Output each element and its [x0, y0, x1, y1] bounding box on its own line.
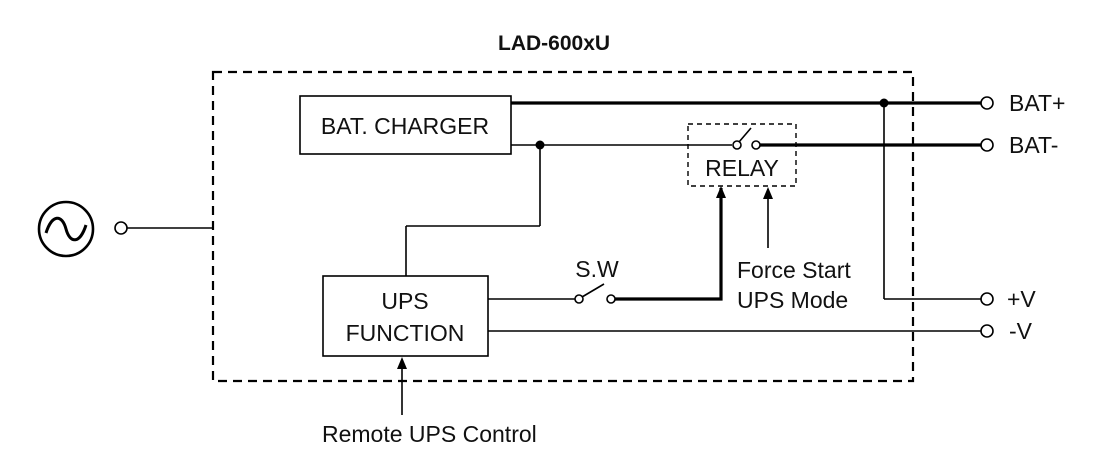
- force-start-arrow: [763, 187, 773, 199]
- v-minus-label: -V: [1009, 318, 1033, 344]
- ups-function-label-line2: FUNCTION: [346, 320, 465, 346]
- bat-minus-terminal: [980, 138, 994, 152]
- switch-contact-left: [574, 294, 584, 304]
- unit-enclosure: [211, 70, 915, 383]
- switch-arm: [581, 283, 605, 298]
- bat-plus-label: BAT+: [1009, 90, 1065, 116]
- switch-contact-right: [606, 294, 616, 304]
- remote-control-arrow: [397, 357, 407, 369]
- v-plus-terminal: [980, 292, 994, 306]
- relay-switch-arm: [738, 127, 752, 143]
- v-minus-terminal: [980, 324, 994, 338]
- bat-plus-terminal: [980, 96, 994, 110]
- ac-source-icon: [37, 200, 95, 258]
- force-start-label-line2: UPS Mode: [737, 287, 848, 313]
- v-plus-label: +V: [1007, 286, 1036, 312]
- bat-minus-label: BAT-: [1009, 132, 1058, 158]
- battery-charger-block: [299, 95, 512, 155]
- relay-contact-left: [732, 140, 742, 150]
- relay-label: RELAY: [705, 155, 779, 181]
- relay-contact-right: [751, 140, 761, 150]
- relay-block: [687, 123, 797, 187]
- battery-charger-label: BAT. CHARGER: [321, 113, 489, 139]
- switch-to-relay-arrow: [716, 186, 726, 198]
- ups-function-label-line1: UPS: [381, 288, 428, 314]
- switch-label: S.W: [575, 256, 619, 282]
- diagram-title: LAD-600xU: [498, 32, 610, 55]
- ups-function-block: [322, 275, 489, 357]
- force-start-label-line1: Force Start: [737, 257, 851, 283]
- switch-to-relay-wire: [615, 188, 723, 301]
- ac-input-terminal: [114, 221, 128, 235]
- remote-control-label: Remote UPS Control: [322, 421, 537, 447]
